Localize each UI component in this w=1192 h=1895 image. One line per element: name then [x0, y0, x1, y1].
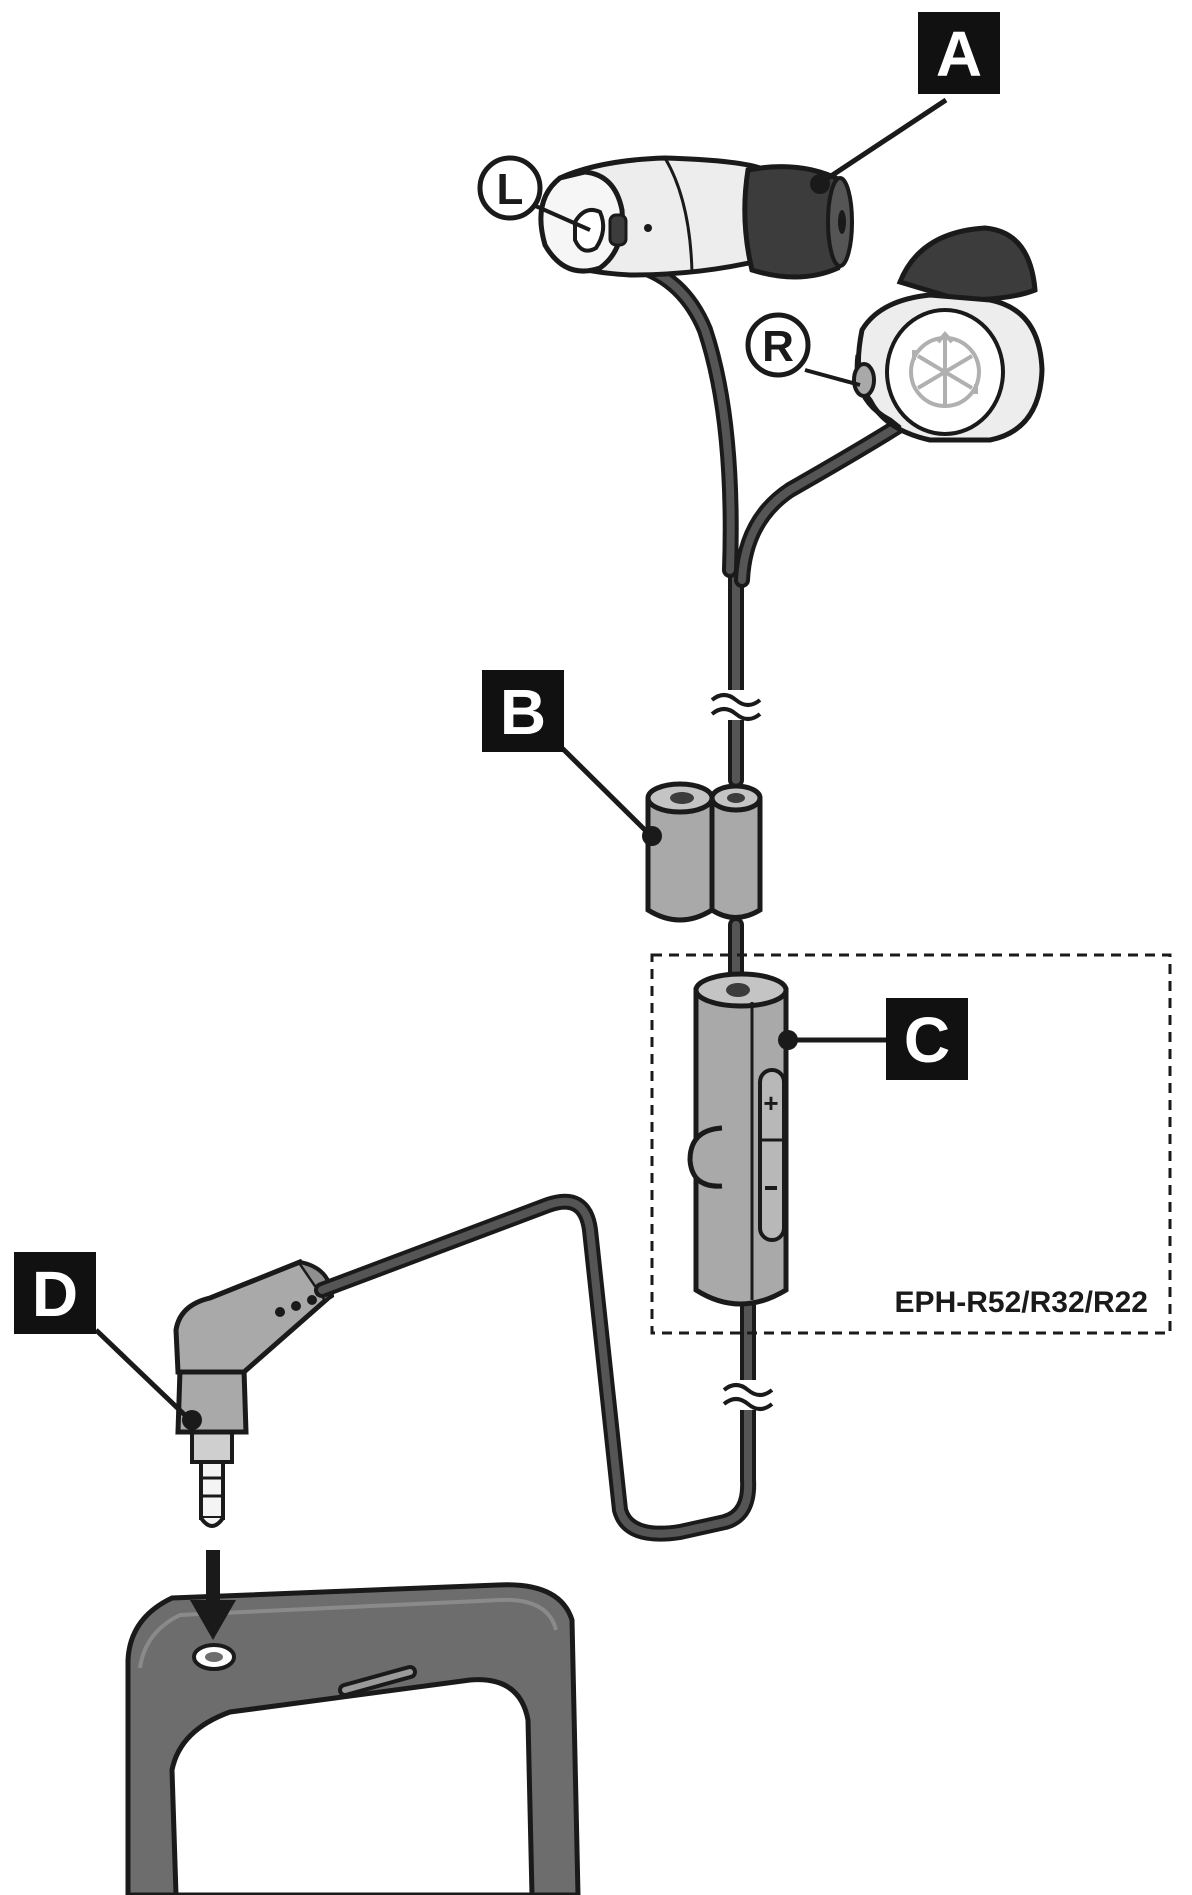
phone-top-edge — [138, 1597, 558, 1669]
callout-b: B — [482, 670, 662, 846]
remote-control-unit: + — [687, 971, 789, 1307]
stereo-mini-plug — [173, 1258, 335, 1528]
model-note: EPH-R52/R32/R22 — [895, 1286, 1148, 1319]
cables — [314, 254, 908, 1542]
cable-slider — [645, 781, 763, 923]
callout-c-label: C — [904, 1004, 950, 1076]
svg-text:+: + — [763, 1088, 778, 1118]
callout-a-label: A — [936, 18, 982, 90]
right-side-marker: R — [745, 312, 861, 387]
callout-a: A — [810, 12, 1000, 194]
remote-center-button — [687, 1125, 723, 1189]
cable-break-upper — [710, 690, 762, 721]
right-side-label: R — [762, 322, 794, 371]
right-ear-tip — [896, 225, 1038, 303]
cable-break-lower — [722, 1380, 774, 1411]
callout-c-box — [886, 998, 968, 1080]
arrow-down-icon — [190, 1550, 236, 1640]
left-ear-tip — [742, 164, 850, 280]
phone-screen — [169, 1677, 535, 1895]
model-specific-region — [650, 953, 1172, 1335]
left-side-marker: L — [477, 155, 591, 232]
left-side-label: L — [497, 165, 524, 214]
phone-speaker-slot-inner — [342, 1669, 413, 1693]
callout-d-box — [14, 1252, 96, 1334]
callout-a-box — [918, 12, 1000, 94]
left-earphone — [538, 155, 854, 280]
volume-rocker — [758, 1068, 786, 1242]
callout-b-box — [482, 670, 564, 752]
tuning-forks-emblem — [909, 330, 981, 408]
callout-d: D — [14, 1252, 202, 1430]
callout-d-label: D — [32, 1258, 78, 1330]
callout-b-label: B — [500, 676, 546, 748]
callout-c: C — [778, 998, 968, 1080]
smartphone — [125, 1582, 581, 1895]
right-earphone — [852, 225, 1045, 443]
